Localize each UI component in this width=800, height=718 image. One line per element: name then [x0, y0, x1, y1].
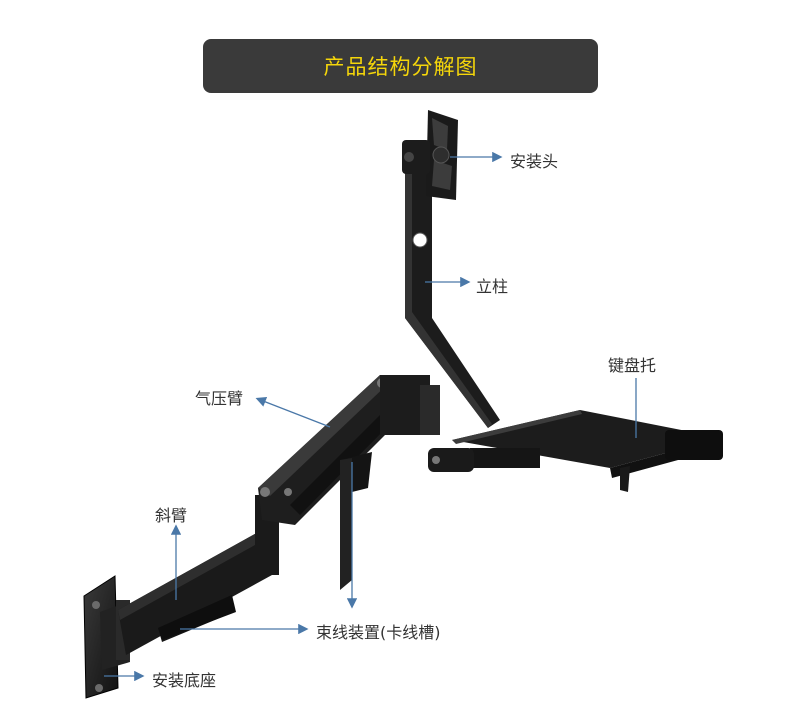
page-title: 产品结构分解图 — [323, 55, 478, 79]
label-cable-management: 束线装置(卡线槽) — [316, 623, 441, 642]
label-keyboard-tray: 键盘托 — [608, 356, 657, 375]
callout-gas-arm — [255, 396, 331, 428]
label-base: 安装底座 — [152, 671, 217, 690]
cable-channel — [158, 452, 372, 640]
label-gas-arm: 气压臂 — [195, 389, 244, 408]
label-pole: 立柱 — [476, 277, 509, 296]
gas-spring-arm — [258, 375, 440, 525]
upright-pole — [405, 145, 500, 428]
label-slant-arm: 斜臂 — [155, 506, 188, 525]
keyboard-tray — [428, 410, 723, 492]
vesa-mount-head — [402, 110, 458, 200]
title-banner: 产品结构分解图 — [203, 39, 598, 93]
label-mount-head: 安装头 — [510, 152, 559, 171]
slant-arm — [118, 495, 279, 655]
